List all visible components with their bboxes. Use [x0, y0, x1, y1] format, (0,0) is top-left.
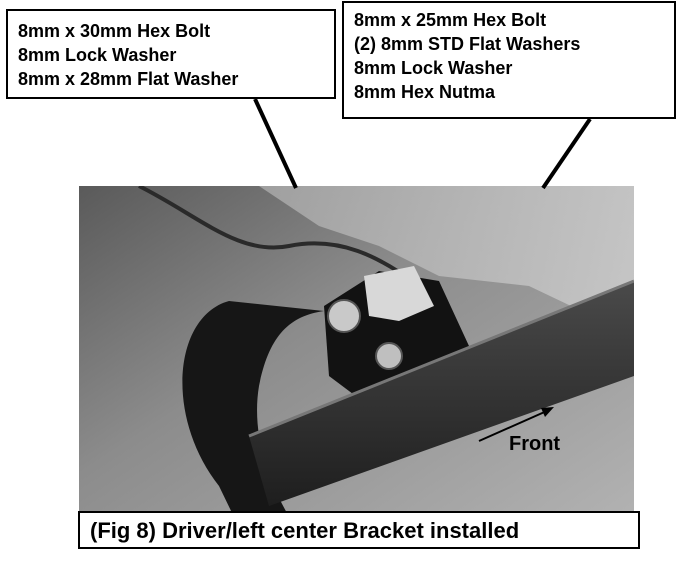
- chassis-panel: [79, 186, 634, 336]
- front-arrow-head: [541, 407, 554, 417]
- blade-edge: [248, 279, 634, 438]
- right-callout-line: (2) 8mm STD Flat Washers: [354, 34, 581, 54]
- mount-plate: [364, 266, 434, 321]
- left-hardware-callout: 8mm x 30mm Hex Bolt 8mm Lock Washer 8mm …: [6, 9, 336, 99]
- left-callout-line: 8mm Lock Washer: [18, 45, 177, 65]
- right-leader-line: [541, 117, 592, 190]
- right-hardware-callout: 8mm x 25mm Hex Bolt (2) 8mm STD Flat Was…: [342, 1, 676, 119]
- right-callout-line: 8mm x 25mm Hex Bolt: [354, 10, 547, 30]
- front-arrow: [478, 409, 550, 442]
- upper-bolt: [327, 299, 361, 333]
- left-callout-line: 8mm x 30mm Hex Bolt: [18, 21, 211, 41]
- left-callout-line: 8mm x 28mm Flat Washer: [18, 69, 239, 89]
- right-callout-line: 8mm Hex Nutma: [354, 82, 496, 102]
- right-callout-line: 8mm Lock Washer: [354, 58, 513, 78]
- mower-blade: [249, 281, 634, 506]
- front-label: Front: [509, 433, 561, 455]
- left-leader-line: [253, 98, 298, 189]
- chassis-edge: [138, 186, 421, 288]
- bracket-installation-photo: [79, 186, 634, 548]
- curved-bracket: [182, 301, 324, 548]
- figure-caption: (Fig 8) Driver/left center Bracket insta…: [78, 511, 640, 549]
- middle-bolt: [375, 342, 403, 370]
